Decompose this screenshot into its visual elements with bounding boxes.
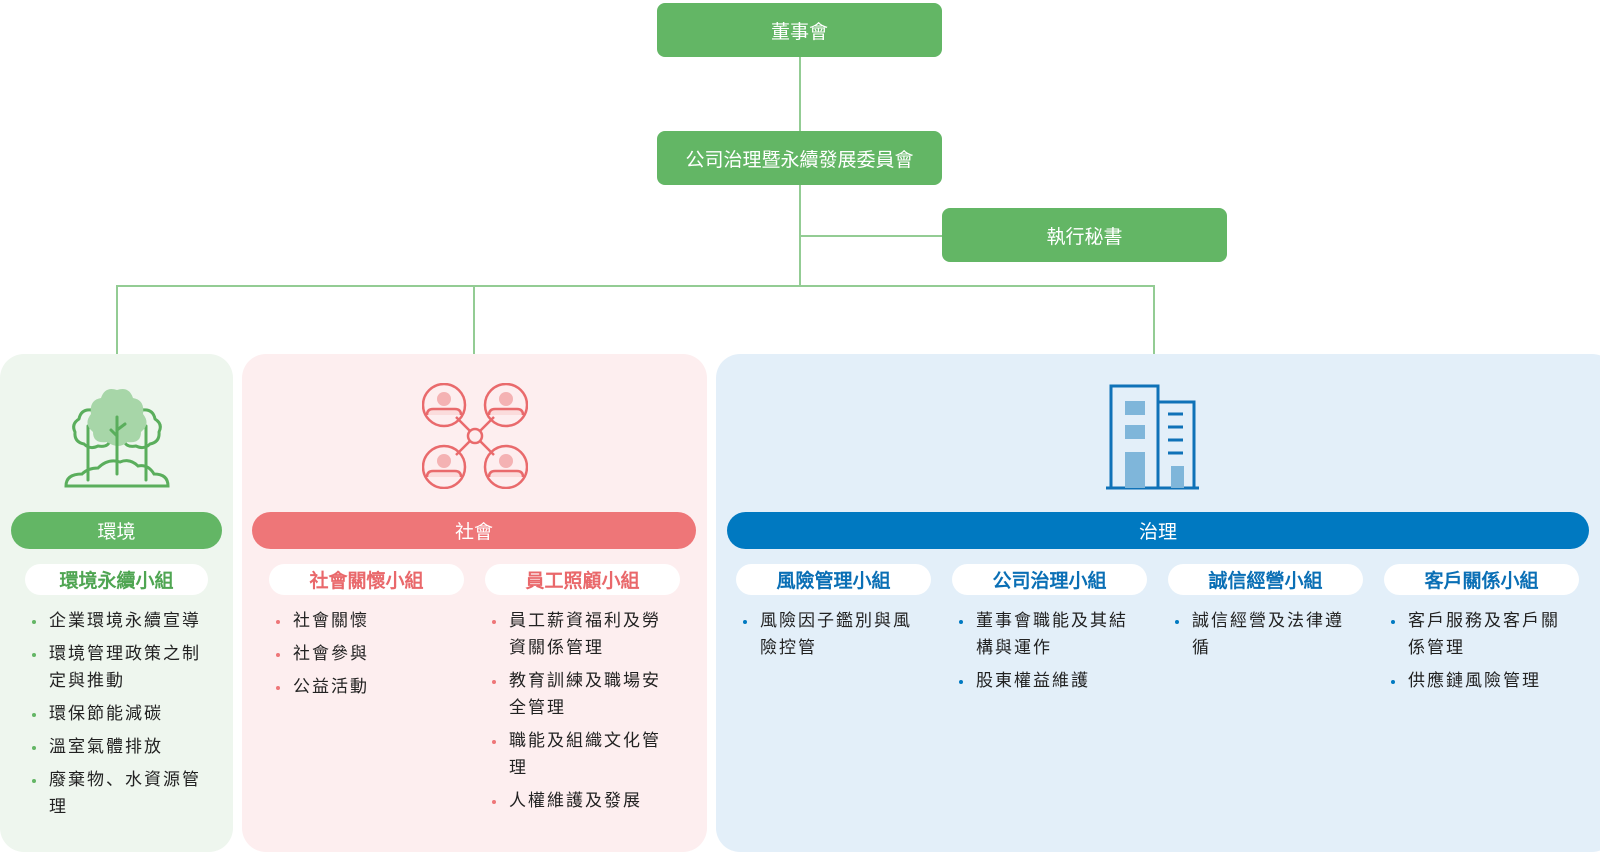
list-item: 社會關懷 (273, 608, 463, 635)
list-item: 股東權益維護 (956, 668, 1146, 695)
corp-gov-items: 董事會職能及其結構與運作 股東權益維護 (956, 608, 1146, 701)
group-title-env-sustain: 環境永續小組 (25, 564, 208, 595)
committee-box: 公司治理暨永續發展委員會 (657, 131, 942, 185)
list-item: 董事會職能及其結構與運作 (956, 608, 1146, 662)
group-title-customer: 客戶關係小組 (1384, 564, 1579, 595)
list-item: 企業環境永續宣導 (29, 608, 209, 635)
building-icon (1106, 384, 1199, 490)
list-item: 教育訓練及職場安全管理 (489, 668, 679, 722)
group-title-risk: 風險管理小組 (736, 564, 931, 595)
list-item: 客戶服務及客戶關係管理 (1388, 608, 1578, 662)
risk-items: 風險因子鑑別與風險控管 (740, 608, 930, 668)
list-item: 環境管理政策之制定與推動 (29, 641, 209, 695)
list-item: 誠信經營及法律遵循 (1172, 608, 1362, 662)
governance-bar: 治理 (727, 512, 1589, 549)
social-panel (242, 354, 707, 852)
social-care-items: 社會關懷 社會參與 公益活動 (273, 608, 463, 707)
connector-secretary (800, 235, 943, 237)
employee-care-items: 員工薪資福利及勞資關係管理 教育訓練及職場安全管理 職能及組織文化管理 人權維護… (489, 608, 679, 821)
customer-items: 客戶服務及客戶關係管理 供應鏈風險管理 (1388, 608, 1578, 701)
env-sustain-items: 企業環境永續宣導 環境管理政策之制定與推動 環保節能減碳 溫室氣體排放 廢棄物、… (29, 608, 209, 827)
connector-horizontal (117, 285, 1154, 287)
list-item: 溫室氣體排放 (29, 734, 209, 761)
people-network-icon (422, 383, 528, 489)
list-item: 職能及組織文化管理 (489, 728, 679, 782)
list-item: 公益活動 (273, 674, 463, 701)
connector-board-committee (799, 57, 801, 131)
list-item: 員工薪資福利及勞資關係管理 (489, 608, 679, 662)
group-title-social-care: 社會關懷小組 (269, 564, 464, 595)
connector-soc (473, 285, 475, 354)
connector-env (116, 285, 118, 354)
integrity-items: 誠信經營及法律遵循 (1172, 608, 1362, 668)
environment-bar: 環境 (11, 512, 222, 549)
group-title-employee-care: 員工照顧小組 (485, 564, 680, 595)
list-item: 供應鏈風險管理 (1388, 668, 1578, 695)
board-box: 董事會 (657, 3, 942, 57)
list-item: 環保節能減碳 (29, 701, 209, 728)
social-bar: 社會 (252, 512, 696, 549)
secretary-box: 執行秘書 (942, 208, 1227, 262)
list-item: 廢棄物、水資源管理 (29, 767, 209, 821)
list-item: 人權維護及發展 (489, 788, 679, 815)
group-title-integrity: 誠信經營小組 (1168, 564, 1363, 595)
list-item: 社會參與 (273, 641, 463, 668)
list-item: 風險因子鑑別與風險控管 (740, 608, 930, 662)
connector-gov (1153, 285, 1155, 354)
group-title-corp-gov: 公司治理小組 (952, 564, 1147, 595)
trees-icon (64, 389, 170, 488)
